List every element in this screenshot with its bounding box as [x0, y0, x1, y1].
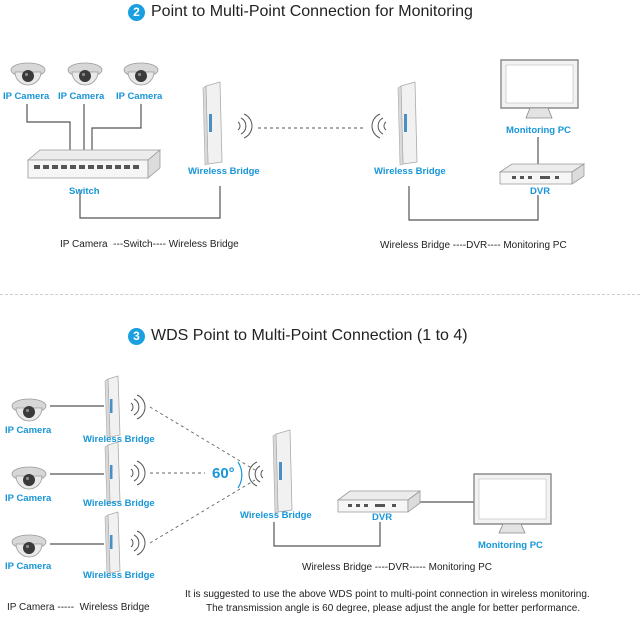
ip-camera-icon — [11, 534, 47, 558]
caption-right: Wireless Bridge ----DVR----- Monitoring … — [302, 562, 493, 573]
switch-label: Switch — [69, 186, 100, 197]
ip-camera-icon — [10, 62, 46, 86]
note-line-2: The transmission angle is 60 degree, ple… — [206, 603, 581, 614]
monitoring-pc-icon — [500, 59, 579, 119]
wifi-waves-icon — [130, 394, 146, 420]
monitoring-pc-icon — [473, 473, 552, 534]
monitoring-pc-label: Monitoring PC — [506, 125, 571, 136]
wifi-waves-icon — [248, 461, 264, 487]
caption-left: IP Camera ----- Wireless Bridge — [7, 602, 150, 613]
ip-camera-icon — [11, 398, 47, 422]
wifi-waves-icon — [237, 113, 253, 139]
caption-left: IP Camera ---Switch---- Wireless Bridge — [60, 239, 239, 250]
ip-camera-label: IP Camera — [3, 91, 50, 102]
ip-camera-label: IP Camera — [5, 561, 52, 572]
wireless-bridge-label: Wireless Bridge — [83, 570, 155, 581]
dvr-icon — [498, 163, 586, 185]
wireless-bridge-label: Wireless Bridge — [83, 434, 155, 445]
wifi-waves-icon — [130, 530, 146, 556]
wifi-waves-icon — [130, 460, 146, 486]
angle-label: 60° — [212, 465, 235, 482]
section-divider — [0, 294, 640, 295]
dvr-label: DVR — [530, 186, 551, 197]
dvr-label: DVR — [372, 512, 393, 523]
caption-right: Wireless Bridge ----DVR---- Monitoring P… — [380, 240, 567, 251]
ip-camera-label: IP Camera — [5, 425, 52, 436]
wifi-waves-icon — [371, 113, 387, 139]
ip-camera-label: IP Camera — [58, 91, 105, 102]
ip-camera-icon — [67, 62, 103, 86]
wireless-bridge-icon — [104, 511, 121, 575]
section-1-title: 2 Point to Multi-Point Connection for Mo… — [128, 3, 473, 21]
section-2-title: 3 WDS Point to Multi-Point Connection (1… — [128, 327, 468, 345]
wireless-bridge-label: Wireless Bridge — [188, 166, 260, 177]
wireless-bridge-icon — [104, 441, 121, 505]
wireless-bridge-right-icon — [397, 81, 418, 166]
wireless-bridge-left-icon — [202, 81, 223, 166]
section-1-number: 2 — [128, 3, 145, 21]
switch-icon — [26, 149, 162, 179]
dvr-icon — [336, 490, 422, 513]
section-2-number: 3 — [128, 327, 145, 345]
wireless-bridge-center-icon — [272, 429, 293, 514]
wireless-bridge-icon — [104, 375, 121, 439]
wireless-bridge-label: Wireless Bridge — [374, 166, 446, 177]
monitoring-pc-label: Monitoring PC — [478, 540, 543, 551]
wireless-bridge-center-label: Wireless Bridge — [240, 510, 312, 521]
ip-camera-icon — [123, 62, 159, 86]
wireless-bridge-label: Wireless Bridge — [83, 498, 155, 509]
ip-camera-label: IP Camera — [116, 91, 163, 102]
ip-camera-icon — [11, 466, 47, 490]
section-1-title-text: Point to Multi-Point Connection for Moni… — [151, 3, 473, 20]
note-line-1: It is suggested to use the above WDS poi… — [185, 589, 590, 600]
section-2-title-text: WDS Point to Multi-Point Connection (1 t… — [151, 327, 468, 344]
ip-camera-label: IP Camera — [5, 493, 52, 504]
